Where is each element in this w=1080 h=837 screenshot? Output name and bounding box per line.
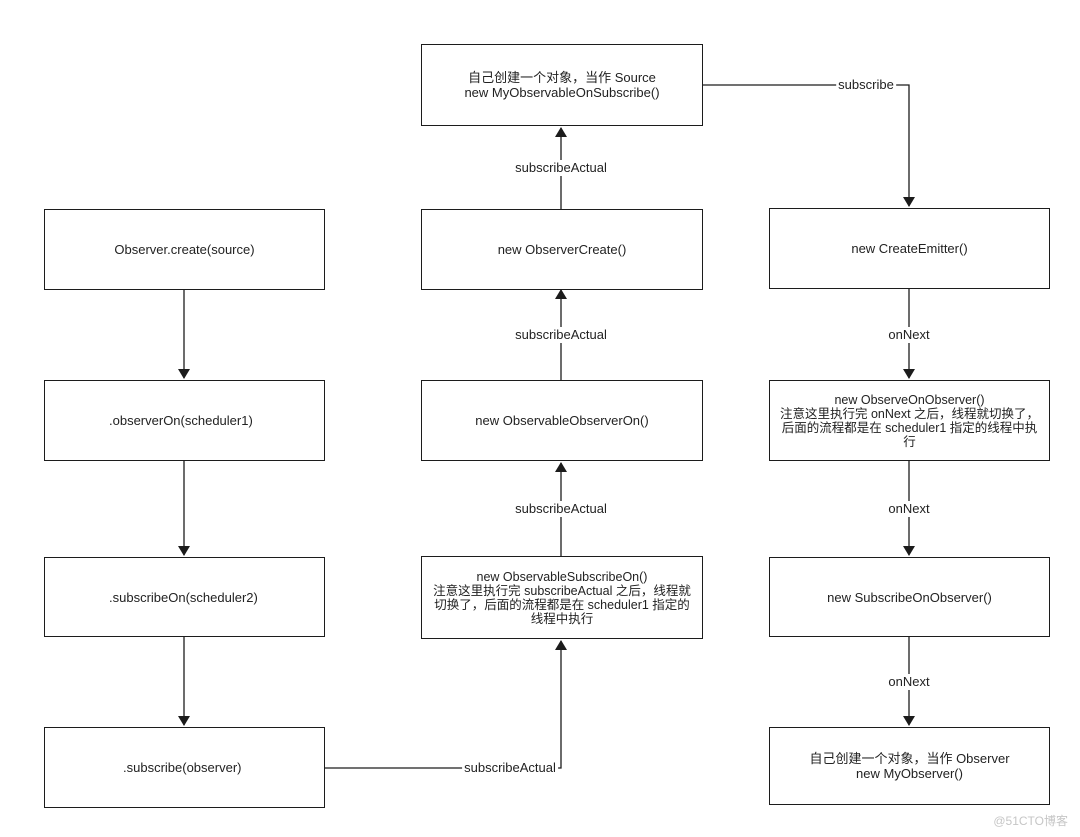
edge-label-subscribe-actual-bottom: subscribeActual <box>462 760 558 776</box>
edge-label-subscribe: subscribe <box>836 77 896 93</box>
observer-create-class-label: new ObserverCreate() <box>497 242 627 257</box>
observable-subscribe-on-label: new ObservableSubscribeOn() 注意这里执行完 subs… <box>433 569 691 626</box>
subscribe-node-label: .subscribe(observer) <box>123 760 242 775</box>
edge-label-subscribe-actual-top: subscribeActual <box>513 160 609 176</box>
observer-create-node-label: Observer.create(source) <box>114 242 255 257</box>
observable-observer-on-node: new ObservableObserverOn() <box>421 380 703 461</box>
subscribe-on-observer-node: new SubscribeOnObserver() <box>769 557 1050 637</box>
observable-subscribe-on-node: new ObservableSubscribeOn() 注意这里执行完 subs… <box>421 556 703 639</box>
edge-label-on-next-3: onNext <box>886 674 932 690</box>
observable-observer-on-label: new ObservableObserverOn() <box>475 413 649 428</box>
subscribe-on-observer-label: new SubscribeOnObserver() <box>827 589 992 605</box>
my-observer-label: 自己创建一个对象，当作 Observer new MyObserver() <box>809 751 1010 781</box>
subscribe-on-node-label: .subscribeOn(scheduler2) <box>109 589 258 605</box>
arrow-subscribe-to-observable-subscribe-on <box>325 640 567 769</box>
create-emitter-node: new CreateEmitter() <box>769 208 1050 289</box>
create-emitter-label: new CreateEmitter() <box>851 241 968 256</box>
watermark: @51CTO博客 <box>993 814 1068 828</box>
observer-create-node: Observer.create(source) <box>44 209 325 290</box>
source-node-label: 自己创建一个对象，当作 Source new MyObservableOnSub… <box>464 70 660 100</box>
observer-on-node-label: .observerOn(scheduler1) <box>109 413 253 428</box>
observe-on-observer-node: new ObserveOnObserver() 注意这里执行完 onNext 之… <box>769 380 1050 461</box>
observe-on-observer-label: new ObserveOnObserver() 注意这里执行完 onNext 之… <box>779 392 1040 449</box>
edge-label-on-next-1: onNext <box>886 327 932 343</box>
edge-label-subscribe-actual-lower: subscribeActual <box>513 501 609 517</box>
subscribe-node: .subscribe(observer) <box>44 727 325 808</box>
my-observer-node: 自己创建一个对象，当作 Observer new MyObserver() <box>769 727 1050 805</box>
edge-label-subscribe-actual-middle: subscribeActual <box>513 327 609 343</box>
observer-on-node: .observerOn(scheduler1) <box>44 380 325 461</box>
arrow-source-to-create-emitter <box>703 84 915 207</box>
subscribe-on-node: .subscribeOn(scheduler2) <box>44 557 325 637</box>
observer-create-class-node: new ObserverCreate() <box>421 209 703 290</box>
source-node: 自己创建一个对象，当作 Source new MyObservableOnSub… <box>421 44 703 126</box>
edge-label-on-next-2: onNext <box>886 501 932 517</box>
